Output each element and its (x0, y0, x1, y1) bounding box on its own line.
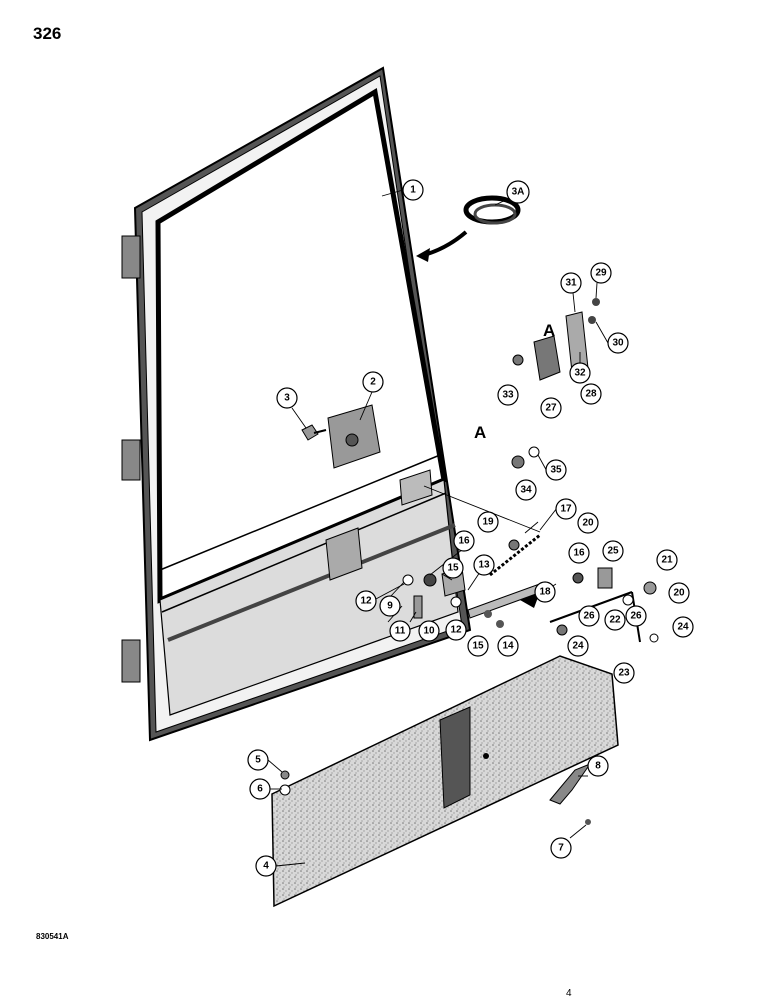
callout-26b: 26 (625, 605, 647, 627)
callout-35: 35 (545, 459, 567, 481)
svg-text:29: 29 (595, 268, 607, 279)
callout-10: 10 (418, 620, 440, 642)
section-label-a-lower: A (474, 423, 486, 442)
svg-text:27: 27 (545, 403, 557, 414)
callout-9: 9 (379, 595, 401, 617)
callout-3: 3 (276, 387, 298, 409)
callout-27: 27 (540, 397, 562, 419)
callout-2: 2 (362, 371, 384, 393)
svg-text:22: 22 (609, 615, 621, 626)
callout-3a: 3A (506, 180, 530, 204)
callout-31: 31 (560, 272, 582, 294)
callout-28: 28 (580, 383, 602, 405)
svg-text:34: 34 (520, 485, 532, 496)
callout-22: 22 (604, 609, 626, 631)
svg-text:21: 21 (661, 555, 673, 566)
callout-11: 11 (389, 620, 411, 642)
callout-16a: 16 (453, 530, 475, 552)
svg-text:12: 12 (360, 596, 372, 607)
callout-24b: 24 (567, 635, 589, 657)
callout-33: 33 (497, 384, 519, 406)
latch-bracket (325, 404, 381, 581)
svg-text:25: 25 (607, 546, 619, 557)
callout-23: 23 (613, 662, 635, 684)
callout-19: 19 (477, 511, 499, 533)
callout-24a: 24 (672, 616, 694, 638)
svg-text:32: 32 (574, 368, 586, 379)
figure-reference-code: 830541A (36, 932, 69, 941)
callout-34: 34 (515, 479, 537, 501)
callout-14: 14 (497, 635, 519, 657)
corner-mark: 4 (566, 988, 572, 999)
key-part (301, 424, 327, 441)
callout-13: 13 (473, 554, 495, 576)
svg-text:7: 7 (558, 843, 564, 854)
svg-text:15: 15 (447, 563, 459, 574)
callout-5: 5 (247, 749, 269, 771)
callout-20b: 20 (668, 582, 690, 604)
svg-text:13: 13 (478, 560, 490, 571)
svg-text:16: 16 (458, 536, 470, 547)
svg-text:28: 28 (585, 389, 597, 400)
svg-text:9: 9 (387, 601, 393, 612)
svg-text:4: 4 (263, 861, 269, 872)
svg-text:6: 6 (257, 784, 263, 795)
svg-text:30: 30 (612, 338, 624, 349)
callout-29: 29 (590, 262, 612, 284)
page-number: 326 (33, 24, 62, 43)
svg-text:20: 20 (673, 588, 685, 599)
svg-text:8: 8 (595, 761, 601, 772)
svg-text:16: 16 (573, 548, 585, 559)
callout-8: 8 (587, 755, 609, 777)
callout-20a: 20 (577, 512, 599, 534)
striker-latch-assembly (512, 298, 600, 381)
callout-15b: 15 (467, 635, 489, 657)
callout-26a: 26 (578, 605, 600, 627)
svg-text:26: 26 (583, 611, 595, 622)
callout-18: 18 (534, 581, 556, 603)
callout-12b: 12 (445, 619, 467, 641)
svg-text:3A: 3A (512, 187, 525, 198)
door-frame (133, 66, 472, 742)
svg-text:18: 18 (539, 587, 551, 598)
callout-32: 32 (569, 362, 591, 384)
svg-text:17: 17 (560, 504, 572, 515)
callout-6: 6 (249, 778, 271, 800)
svg-text:24: 24 (677, 622, 689, 633)
callout-25: 25 (602, 540, 624, 562)
svg-text:15: 15 (472, 641, 484, 652)
svg-text:3: 3 (284, 393, 290, 404)
handle-part (279, 762, 592, 825)
callout-4: 4 (255, 855, 277, 877)
section-label-a-upper: A (543, 321, 555, 340)
svg-text:12: 12 (450, 625, 462, 636)
callout-16b: 16 (568, 542, 590, 564)
svg-text:23: 23 (618, 668, 630, 679)
callout-30: 30 (607, 332, 629, 354)
callout-7: 7 (550, 837, 572, 859)
svg-text:14: 14 (502, 641, 514, 652)
hinges (121, 235, 141, 683)
svg-text:5: 5 (255, 755, 261, 766)
svg-text:19: 19 (482, 517, 494, 528)
svg-text:24: 24 (572, 641, 584, 652)
svg-text:1: 1 (410, 185, 416, 196)
svg-text:2: 2 (370, 377, 376, 388)
svg-text:26: 26 (630, 611, 642, 622)
svg-text:20: 20 (582, 518, 594, 529)
svg-text:35: 35 (550, 465, 562, 476)
callout-21: 21 (656, 549, 678, 571)
callout-1: 1 (402, 179, 424, 201)
svg-text:10: 10 (423, 626, 435, 637)
callout-12a: 12 (355, 590, 377, 612)
weatherstrip-part (416, 195, 521, 262)
svg-text:11: 11 (395, 626, 406, 637)
callout-15a: 15 (442, 557, 464, 579)
svg-text:33: 33 (502, 390, 514, 401)
callout-17: 17 (555, 498, 577, 520)
svg-text:31: 31 (565, 278, 577, 289)
trim-panel (271, 655, 619, 908)
